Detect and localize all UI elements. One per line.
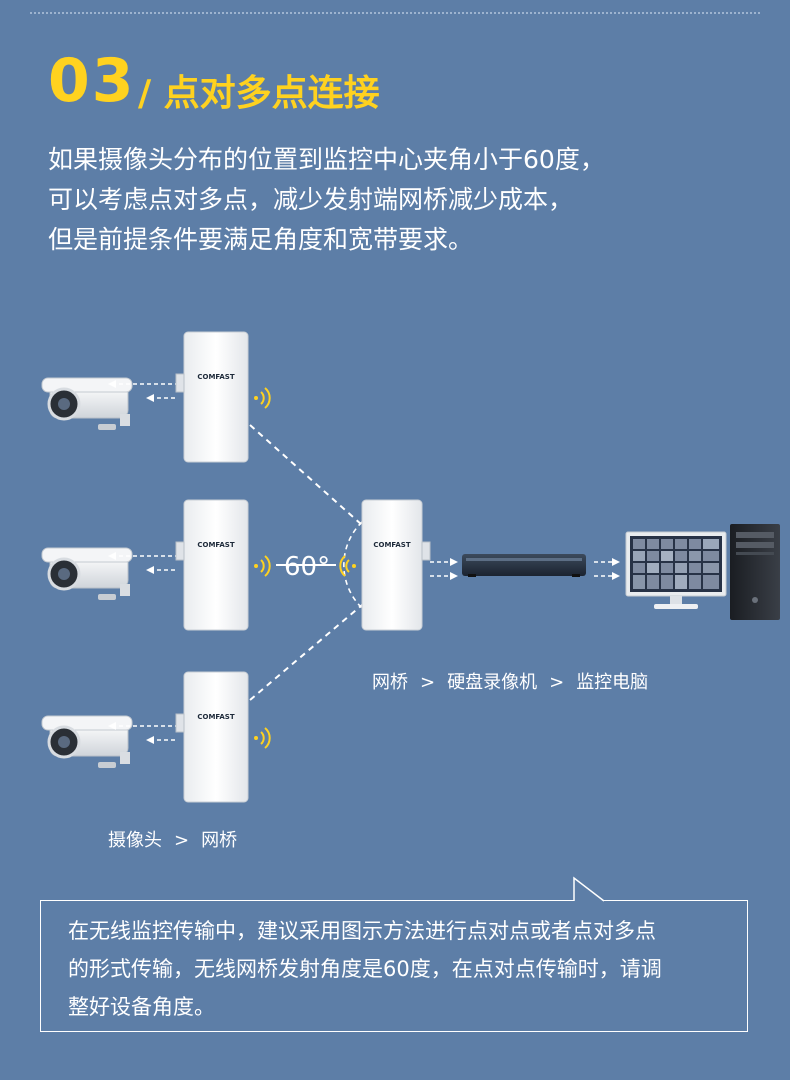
camera-row-1: COMFAST — [41, 331, 271, 463]
angle-label: 60° — [284, 552, 330, 582]
camera-icon — [41, 377, 133, 430]
caption-separator: > — [174, 830, 190, 851]
caption-separator: > — [549, 672, 565, 693]
wifi-signal-icon — [254, 387, 271, 409]
caption-item: 网桥 — [201, 830, 238, 851]
arrows-to-pc — [594, 558, 620, 580]
caption-item: 硬盘录像机 — [447, 672, 538, 693]
angle-arc — [343, 521, 363, 609]
note-line: 的形式传输，无线网桥发射角度是60度，在点对点传输时，请调 — [68, 957, 662, 981]
link-top — [249, 424, 363, 526]
note-line: 整好设备角度。 — [68, 995, 215, 1019]
brand-label: COMFAST — [197, 373, 234, 381]
camera-row-3: COMFAST — [41, 671, 271, 803]
link-bottom — [249, 604, 363, 701]
camera-row-2: COMFAST — [41, 499, 271, 631]
step-number: 03 — [48, 46, 136, 116]
caption-item: 监控电脑 — [576, 672, 649, 693]
camera-icon — [41, 547, 133, 600]
caption-item: 摄像头 — [108, 830, 162, 851]
bridge-icon: COMFAST — [175, 499, 249, 631]
caption-item: 网桥 — [372, 672, 408, 693]
nvr-recorder-icon — [462, 554, 586, 577]
center-bridge: COMFAST — [339, 499, 431, 631]
note-text: 在无线监控传输中，建议采用图示方法进行点对点或者点对多点 的形式传输，无线网桥发… — [68, 912, 738, 1026]
wifi-signal-icon — [339, 555, 356, 577]
bridge-icon: COMFAST — [361, 499, 431, 631]
note-box-pointer — [573, 876, 605, 902]
arrows-to-nvr — [430, 558, 458, 580]
bridge-icon: COMFAST — [175, 331, 249, 463]
arrows — [108, 552, 178, 574]
chain-caption-right: 网桥 > 硬盘录像机 > 监控电脑 — [372, 668, 648, 694]
brand-label: COMFAST — [373, 541, 410, 549]
intro-paragraph: 如果摄像头分布的位置到监控中心夹角小于60度， 可以考虑点对多点，减少发射端网桥… — [48, 140, 605, 260]
brand-label: COMFAST — [197, 541, 234, 549]
monitor-computer-icon — [625, 524, 780, 620]
wifi-signal-icon — [254, 555, 271, 577]
chain-caption-left: 摄像头 > 网桥 — [108, 826, 237, 852]
section-title: / 点对多点连接 — [138, 73, 380, 114]
wifi-signal-icon — [254, 727, 271, 749]
caption-separator: > — [420, 672, 436, 693]
intro-line: 可以考虑点对多点，减少发射端网桥减少成本， — [48, 185, 574, 214]
bridge-icon: COMFAST — [175, 671, 249, 803]
note-line: 在无线监控传输中，建议采用图示方法进行点对点或者点对多点 — [68, 919, 656, 943]
arrows — [108, 380, 178, 402]
intro-line: 如果摄像头分布的位置到监控中心夹角小于60度， — [48, 145, 605, 174]
wireless-links — [249, 424, 363, 701]
note-box — [40, 900, 748, 1032]
top-dotted-divider — [30, 12, 760, 14]
arrows — [108, 722, 178, 744]
intro-line: 但是前提条件要满足角度和宽带要求。 — [48, 225, 474, 254]
camera-icon — [41, 715, 133, 768]
brand-label: COMFAST — [197, 713, 234, 721]
